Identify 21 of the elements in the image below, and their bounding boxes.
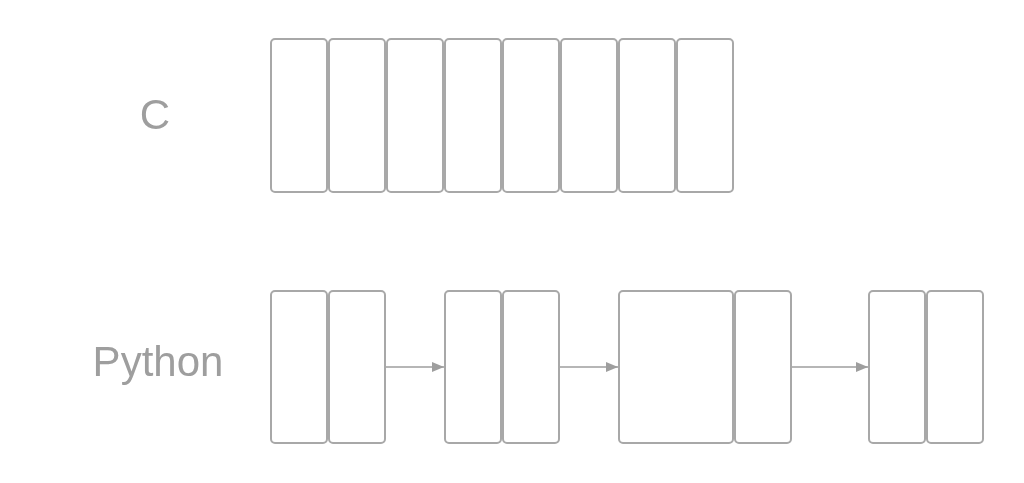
row-label: C xyxy=(139,94,171,136)
memory-cell xyxy=(926,290,984,444)
memory-cell xyxy=(618,290,734,444)
memory-cell xyxy=(270,290,328,444)
memory-cell xyxy=(502,38,560,193)
memory-cell xyxy=(328,38,386,193)
memory-cell xyxy=(560,38,618,193)
memory-cell xyxy=(386,38,444,193)
memory-cell xyxy=(444,290,502,444)
arrow xyxy=(385,362,445,372)
memory-cell xyxy=(444,38,502,193)
memory-cell xyxy=(502,290,560,444)
memory-cell xyxy=(734,290,792,444)
memory-cell xyxy=(868,290,926,444)
arrow xyxy=(791,362,869,372)
memory-cell xyxy=(328,290,386,444)
memory-cell xyxy=(618,38,676,193)
memory-cell xyxy=(270,38,328,193)
row-label: Python xyxy=(92,341,224,383)
arrow xyxy=(559,362,619,372)
memory-cell xyxy=(676,38,734,193)
